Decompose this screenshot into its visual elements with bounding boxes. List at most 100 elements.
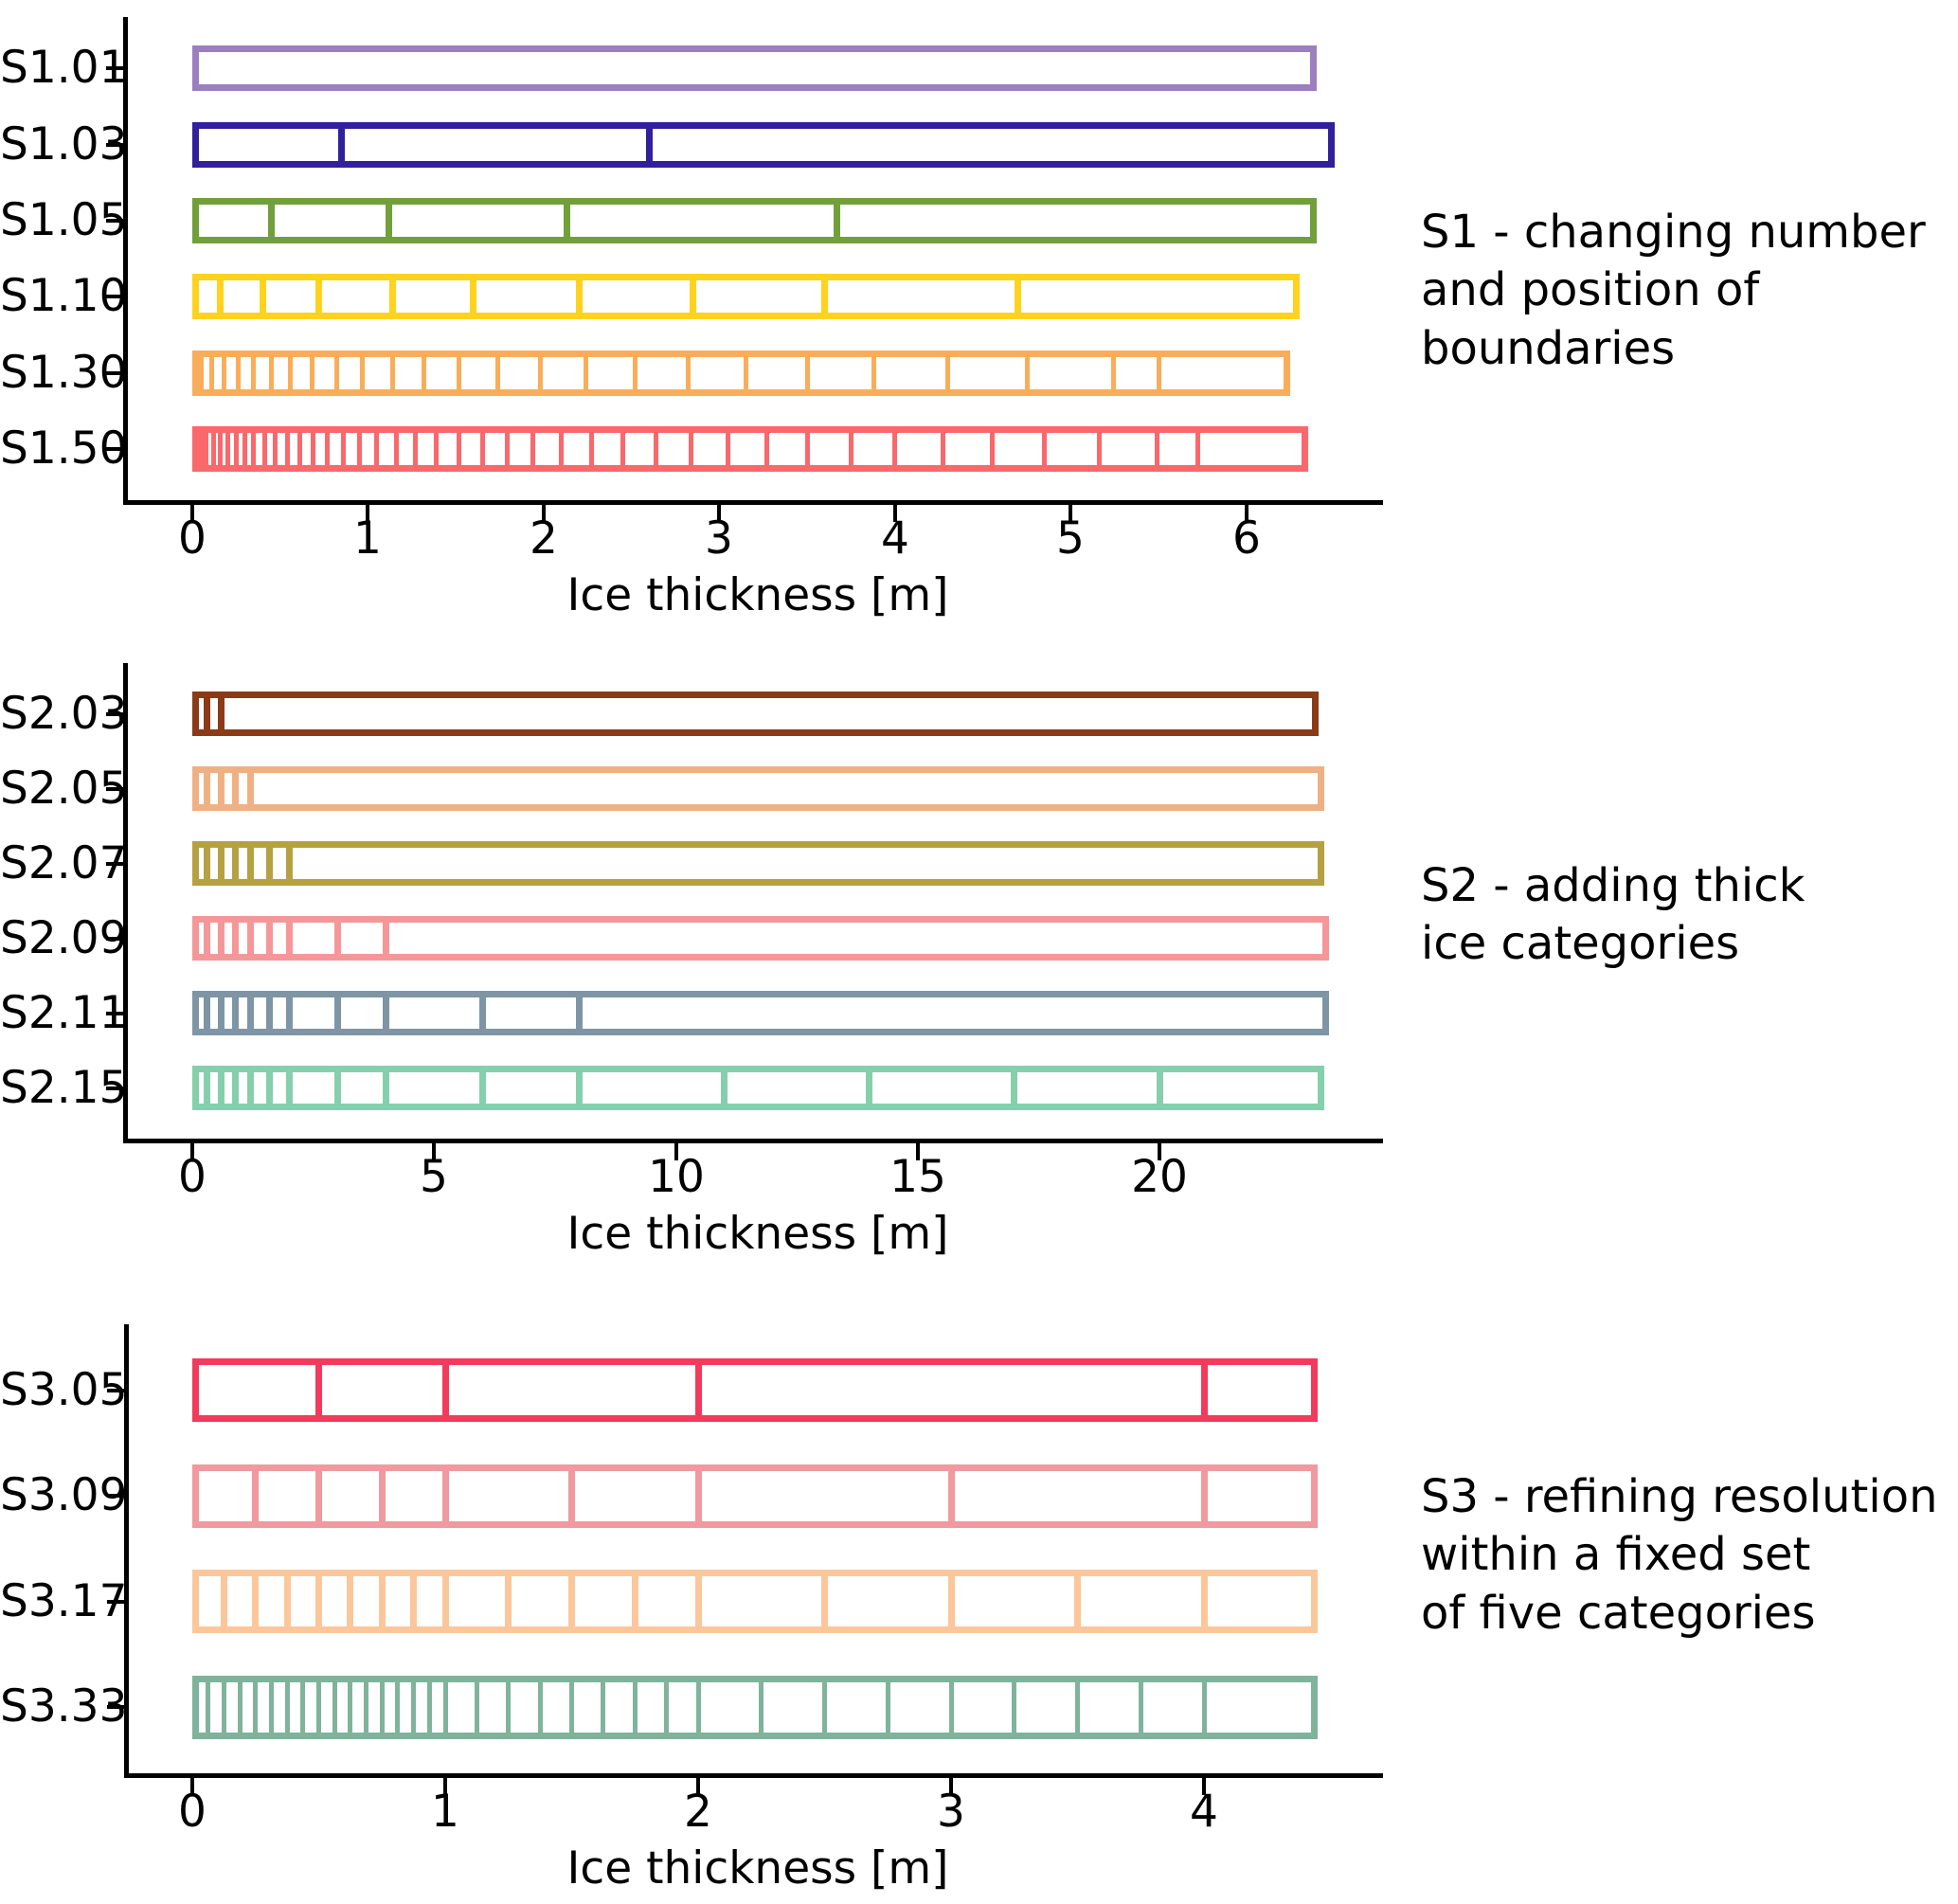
category-boundary bbox=[495, 350, 500, 396]
category-boundary bbox=[232, 766, 239, 811]
category-boundary bbox=[1157, 1066, 1163, 1110]
category-boundary bbox=[383, 1066, 389, 1110]
x-tick-label: 1 bbox=[353, 512, 382, 565]
category-boundary bbox=[633, 1676, 638, 1739]
category-boundary bbox=[225, 426, 230, 472]
x-tick-mark bbox=[443, 1778, 447, 1795]
category-boundary bbox=[892, 426, 897, 472]
category-boundary bbox=[204, 841, 210, 886]
category-boundary bbox=[315, 274, 322, 319]
category-boundary bbox=[218, 916, 225, 961]
category-boundary bbox=[576, 991, 583, 1035]
category-boundary bbox=[379, 1570, 386, 1633]
x-tick-mark bbox=[190, 1143, 194, 1160]
category-boundary bbox=[334, 1066, 341, 1110]
x-tick-mark bbox=[893, 505, 897, 522]
category-boundary bbox=[238, 1676, 243, 1739]
category-boundary bbox=[206, 1676, 210, 1739]
bar-outline bbox=[192, 692, 1320, 736]
category-boundary bbox=[252, 1570, 259, 1633]
x-axis-title: Ice thickness [m] bbox=[566, 1208, 949, 1260]
category-boundary bbox=[218, 692, 225, 736]
category-boundary bbox=[193, 426, 198, 472]
x-tick-mark bbox=[1245, 505, 1248, 522]
category-boundary bbox=[410, 1570, 417, 1633]
category-boundary bbox=[234, 426, 239, 472]
y-tick-mark bbox=[105, 66, 123, 70]
panel-annotation-s2: S2 - adding thick ice categories bbox=[1421, 859, 1805, 971]
category-bar-s1-05 bbox=[192, 198, 1318, 243]
category-boundary bbox=[457, 350, 461, 396]
x-tick-label: 4 bbox=[881, 512, 909, 565]
bar-outline bbox=[192, 1570, 1319, 1633]
x-tick-mark bbox=[717, 505, 721, 522]
category-boundary bbox=[589, 426, 594, 472]
x-tick-label: 10 bbox=[648, 1151, 705, 1203]
y-axis-spine bbox=[123, 1324, 129, 1773]
category-boundary bbox=[559, 426, 564, 472]
category-boundary bbox=[288, 350, 293, 396]
x-tick-mark bbox=[949, 1778, 953, 1795]
category-boundary bbox=[1042, 426, 1047, 472]
category-boundary bbox=[1195, 426, 1200, 472]
category-boundary bbox=[334, 350, 339, 396]
category-boundary bbox=[269, 350, 274, 396]
category-boundary bbox=[253, 1676, 258, 1739]
category-boundary bbox=[251, 426, 256, 472]
category-boundary bbox=[252, 1464, 259, 1528]
category-boundary bbox=[1157, 350, 1161, 396]
category-boundary bbox=[232, 916, 239, 961]
category-boundary bbox=[285, 426, 290, 472]
category-boundary bbox=[247, 916, 254, 961]
bar-outline bbox=[192, 1358, 1319, 1422]
category-boundary bbox=[506, 1676, 511, 1739]
category-boundary bbox=[222, 350, 226, 396]
category-boundary bbox=[334, 916, 341, 961]
category-boundary bbox=[646, 122, 653, 168]
category-boundary bbox=[360, 350, 365, 396]
x-axis-title: Ice thickness [m] bbox=[566, 1842, 949, 1895]
category-boundary bbox=[286, 1066, 293, 1110]
y-tick-label-s3-33: S3.33 bbox=[0, 1680, 128, 1733]
category-boundary bbox=[479, 991, 486, 1035]
category-boundary bbox=[247, 841, 254, 886]
x-tick-label: 0 bbox=[178, 1151, 207, 1203]
category-boundary bbox=[204, 692, 210, 736]
category-boundary bbox=[204, 991, 210, 1035]
y-tick-label-s3-17: S3.17 bbox=[0, 1575, 128, 1627]
category-boundary bbox=[204, 426, 208, 472]
y-tick-mark bbox=[105, 712, 123, 716]
category-boundary bbox=[1015, 274, 1021, 319]
category-boundary bbox=[374, 426, 379, 472]
category-boundary bbox=[389, 274, 396, 319]
y-tick-mark bbox=[105, 447, 123, 451]
category-boundary bbox=[236, 350, 241, 396]
category-boundary bbox=[1012, 1676, 1016, 1739]
category-boundary bbox=[690, 274, 696, 319]
category-boundary bbox=[654, 426, 658, 472]
y-tick-mark bbox=[105, 787, 123, 791]
category-boundary bbox=[689, 426, 693, 472]
category-boundary bbox=[300, 1676, 305, 1739]
category-boundary bbox=[357, 426, 362, 472]
x-tick-label: 20 bbox=[1131, 1151, 1188, 1203]
bar-outline bbox=[192, 350, 1291, 396]
y-tick-mark bbox=[105, 143, 123, 147]
x-axis-spine bbox=[122, 1139, 1383, 1143]
x-axis-title: Ice thickness [m] bbox=[566, 569, 949, 621]
y-tick-mark bbox=[105, 937, 123, 941]
category-boundary bbox=[1075, 1676, 1080, 1739]
category-boundary bbox=[243, 426, 247, 472]
category-boundary bbox=[347, 1570, 353, 1633]
bar-outline bbox=[192, 45, 1318, 91]
x-tick-label: 5 bbox=[420, 1151, 448, 1203]
category-boundary bbox=[822, 1676, 827, 1739]
category-boundary bbox=[538, 1676, 543, 1739]
category-boundary bbox=[269, 1676, 274, 1739]
bar-outline bbox=[192, 916, 1329, 961]
category-boundary bbox=[1111, 350, 1116, 396]
category-boundary bbox=[470, 274, 476, 319]
category-boundary bbox=[442, 1464, 449, 1528]
